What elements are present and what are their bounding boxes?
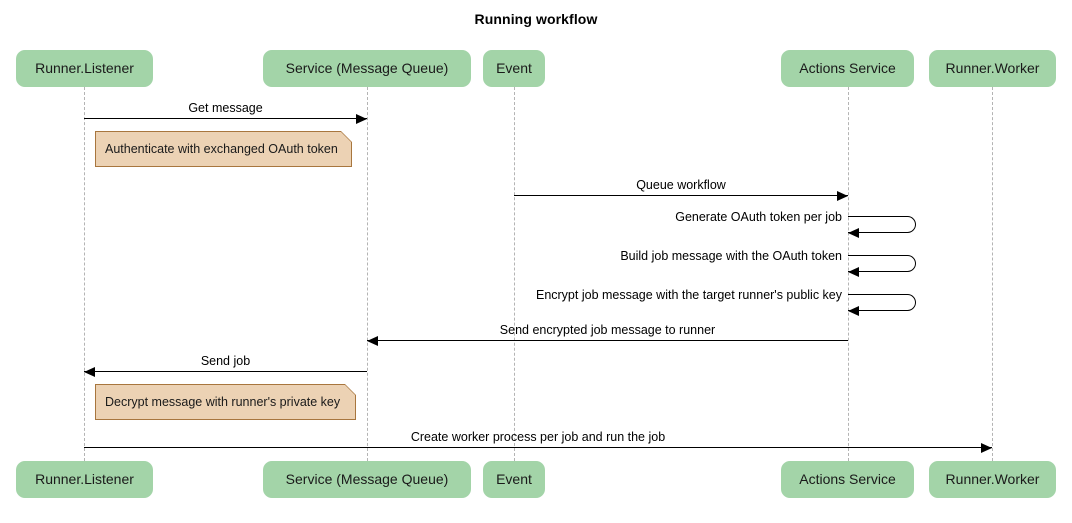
message-line-send-job [84, 371, 367, 372]
participant-runner-listener-bottom[interactable]: Runner.Listener [16, 461, 153, 498]
participant-actions-service-bottom[interactable]: Actions Service [781, 461, 914, 498]
note-authenticate: Authenticate with exchanged OAuth token [95, 131, 352, 167]
participant-service-mq-top[interactable]: Service (Message Queue) [263, 50, 471, 87]
arrowhead-encrypt-job-message [848, 306, 859, 316]
arrowhead-queue-workflow [837, 191, 848, 201]
lifeline-service-mq [367, 87, 368, 461]
message-label-send-encrypted-job-message: Send encrypted job message to runner [499, 323, 716, 337]
message-line-send-encrypted-job-message [367, 340, 848, 341]
note-decrypt: Decrypt message with runner's private ke… [95, 384, 356, 420]
message-label-create-worker-process: Create worker process per job and run th… [410, 430, 666, 444]
arrowhead-send-encrypted-job-message [367, 336, 378, 346]
self-loop-build-job-message [848, 255, 916, 272]
participant-event-top[interactable]: Event [483, 50, 545, 87]
self-loop-generate-oauth-token [848, 216, 916, 233]
message-line-create-worker-process [84, 447, 992, 448]
participant-runner-listener-top[interactable]: Runner.Listener [16, 50, 153, 87]
arrowhead-build-job-message [848, 267, 859, 277]
message-line-get-message [84, 118, 367, 119]
message-label-build-job-message: Build job message with the OAuth token [620, 249, 842, 263]
arrowhead-generate-oauth-token [848, 228, 859, 238]
arrowhead-create-worker-process [981, 443, 992, 453]
message-line-queue-workflow [514, 195, 848, 196]
arrowhead-send-job [84, 367, 95, 377]
note-decrypt-text: Decrypt message with runner's private ke… [105, 394, 341, 409]
participant-runner-worker-top[interactable]: Runner.Worker [929, 50, 1056, 87]
participant-event-bottom[interactable]: Event [483, 461, 545, 498]
participant-service-mq-bottom[interactable]: Service (Message Queue) [263, 461, 471, 498]
note-authenticate-text: Authenticate with exchanged OAuth token [105, 141, 338, 156]
lifeline-runner-listener [84, 87, 85, 461]
participant-runner-worker-bottom[interactable]: Runner.Worker [929, 461, 1056, 498]
message-label-send-job: Send job [200, 354, 251, 368]
participant-actions-service-top[interactable]: Actions Service [781, 50, 914, 87]
message-label-encrypt-job-message: Encrypt job message with the target runn… [535, 288, 842, 302]
arrowhead-get-message [356, 114, 367, 124]
message-label-get-message: Get message [188, 101, 263, 115]
self-loop-encrypt-job-message [848, 294, 916, 311]
lifeline-runner-worker [992, 87, 993, 461]
lifeline-event [514, 87, 515, 461]
note-decrypt-fold-icon [345, 384, 356, 395]
message-label-generate-oauth-token: Generate OAuth token per job [675, 210, 842, 224]
note-authenticate-fold-icon [341, 131, 352, 142]
page-title: Running workflow [474, 11, 598, 27]
message-label-queue-workflow: Queue workflow [636, 178, 726, 192]
